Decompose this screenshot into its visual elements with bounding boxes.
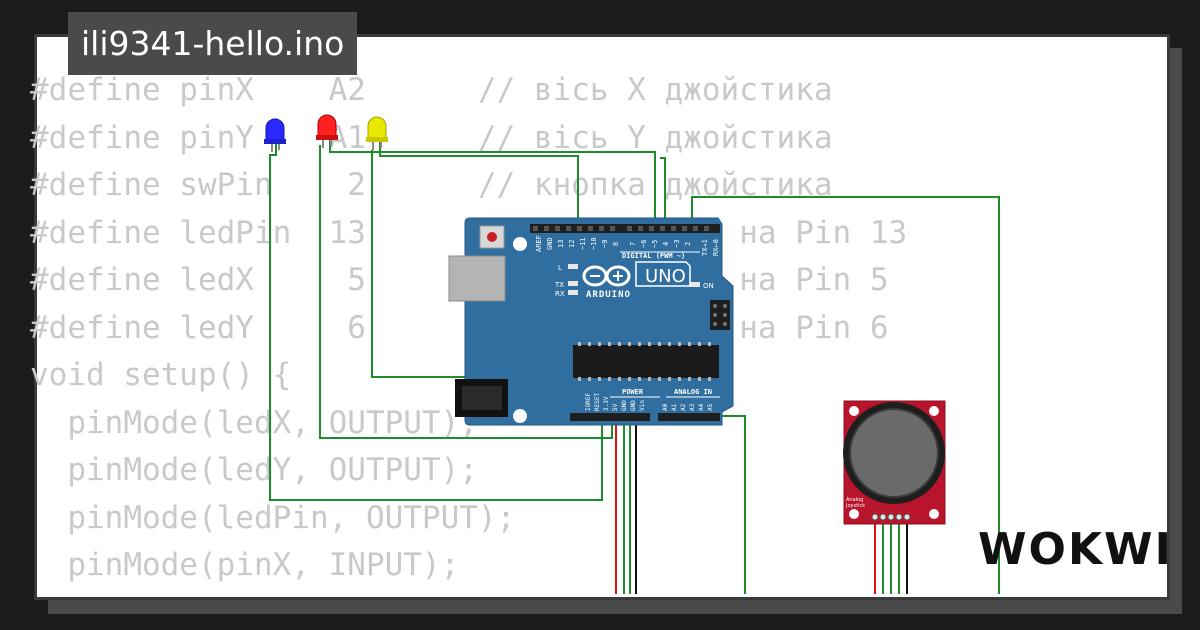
led-yellow-base — [366, 137, 388, 142]
joystick-label-2: Joystick — [845, 503, 865, 509]
digital-header-pins — [533, 226, 709, 231]
mount-hole — [929, 406, 939, 416]
power-pin-labels: IOREF RESET 3.3V 5V GND GND Vin — [585, 393, 646, 411]
wire-analog[interactable] — [706, 415, 746, 594]
arduino-infinity-logo — [582, 265, 631, 287]
led-rx — [568, 290, 578, 295]
pin-label: TX→1 — [701, 239, 709, 256]
usb-port — [448, 255, 506, 302]
pin-label: GND — [630, 400, 637, 411]
code-line: void setup() { — [30, 357, 292, 393]
mount-hole — [849, 509, 859, 519]
analog-header-label: ANALOG IN — [674, 388, 712, 396]
code-line: #define pinY A1 // вісь Y джойстика — [30, 119, 833, 156]
digital-header — [530, 224, 720, 233]
pin-label: ~9 — [601, 240, 609, 248]
wire-sw[interactable] — [691, 196, 1000, 594]
pin-label: RESET — [594, 393, 601, 411]
chip-pins — [578, 342, 711, 381]
analog-joystick[interactable]: Analog Joystick — [843, 400, 946, 525]
power-header-label: POWER — [622, 388, 644, 396]
code-line: pinMode(ledPin, OUTPUT); — [30, 499, 516, 536]
pin-label: AREF — [535, 235, 543, 252]
mount-hole — [849, 406, 859, 416]
led-blue-icon — [265, 118, 285, 141]
pin-label: ~3 — [673, 240, 681, 248]
pin-label: 4 — [662, 242, 670, 246]
pin-label: 13 — [557, 240, 565, 248]
pin-label: A5 — [707, 403, 714, 411]
pin-label: GND — [621, 400, 628, 411]
board-model: UNO — [645, 266, 686, 287]
led-red[interactable] — [316, 114, 338, 148]
pin-label: ~6 — [640, 240, 648, 248]
analog-header — [658, 413, 720, 421]
led-blue[interactable] — [264, 118, 286, 152]
atmega-chip — [573, 345, 719, 378]
mount-hole — [513, 237, 527, 251]
led-l-label: L — [558, 264, 562, 272]
led-l — [568, 264, 578, 269]
led-tx-label: TX — [554, 281, 564, 289]
digital-header-label: DIGITAL (PWM ~) — [622, 252, 685, 260]
pin-label: A1 — [671, 403, 678, 411]
wokwi-logo: WOKWI — [978, 524, 1173, 575]
pin-label: 7 — [629, 242, 637, 246]
digital-pin-labels: AREF GND 13 12 ~11 ~10 ~9 8 7 ~6 ~5 4 ~3… — [535, 235, 720, 256]
mount-hole — [513, 409, 527, 423]
mount-hole — [929, 509, 939, 519]
joystick-label-1: Analog — [846, 497, 863, 503]
board-brand: ARDUINO — [586, 290, 631, 300]
led-yellow-icon — [367, 116, 387, 139]
reset-button-cap — [487, 232, 497, 242]
arduino-uno-board[interactable]: AREF GND 13 12 ~11 ~10 ~9 8 7 ~6 ~5 4 ~3… — [448, 217, 734, 426]
pin-label: 8 — [612, 242, 620, 246]
pin-label: 12 — [568, 240, 576, 248]
pin-label: RX←0 — [712, 239, 720, 256]
analog-pin-labels: A0 A1 A2 A3 A4 A5 — [662, 403, 714, 411]
code-line: pinMode(pinX, INPUT); — [30, 547, 460, 583]
led-yellow[interactable] — [366, 116, 388, 150]
joystick-knob-icon[interactable] — [849, 408, 939, 498]
led-red-base — [316, 135, 338, 140]
pin-label: 3.3V — [603, 396, 610, 411]
pin-label: ~5 — [651, 240, 659, 248]
wire-led-red-2[interactable] — [319, 145, 613, 439]
project-title[interactable]: ili9341-hello.ino — [68, 12, 358, 75]
pin-label: ~10 — [590, 237, 598, 250]
led-on-label: ON — [703, 282, 714, 290]
led-on — [690, 282, 700, 287]
wire-led-red[interactable] — [329, 140, 656, 230]
led-tx — [568, 281, 578, 286]
joystick-pins — [871, 513, 911, 521]
pin-label: 5V — [612, 403, 619, 411]
pin-label: A3 — [689, 403, 696, 411]
pin-label: A2 — [680, 403, 687, 411]
led-blue-base — [264, 139, 286, 144]
pin-label: Vin — [639, 400, 646, 411]
code-line: #define pinX A2 // вісь X джойстика — [30, 72, 833, 108]
pin-label: IOREF — [585, 393, 592, 411]
pin-label: ~11 — [579, 237, 587, 250]
power-header — [570, 413, 650, 421]
pin-label: 2 — [684, 242, 692, 246]
pin-label: GND — [546, 237, 554, 250]
pin-label: A0 — [662, 403, 669, 411]
pin-label: A4 — [698, 403, 705, 411]
led-red-icon — [317, 114, 337, 137]
wire-led-yellow[interactable] — [379, 142, 579, 230]
led-rx-label: RX — [555, 290, 565, 298]
